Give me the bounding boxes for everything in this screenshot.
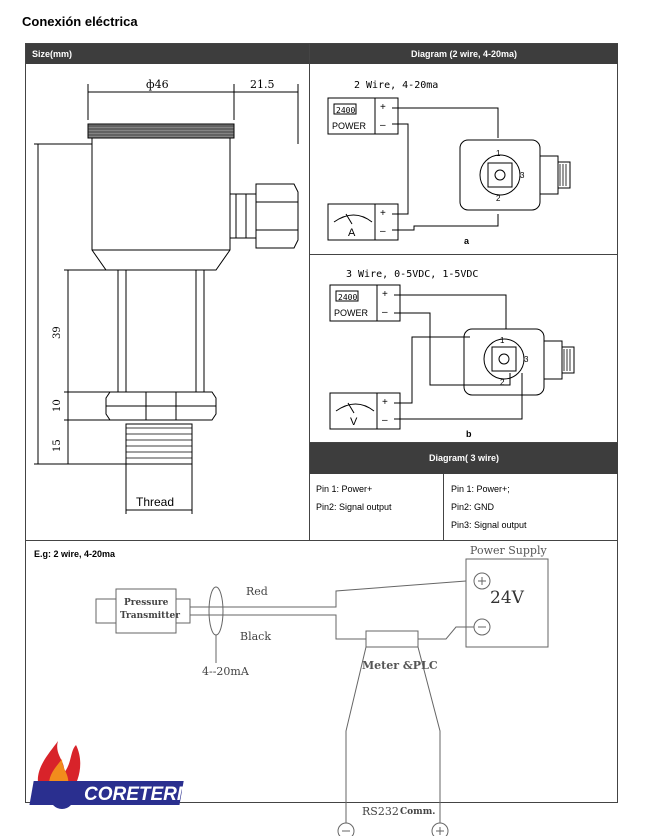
dim-15: 15 [52,439,63,452]
size-header: Size(mm) [26,44,309,64]
wiring-diagram-3wire: 3 Wire, 0-5VDC, 1-5VDC 240 [329,269,575,439]
red-wire-label: Red [246,585,268,598]
row-divider-1 [310,254,618,255]
pin-left-row: Pin 1: Power+ [316,484,373,494]
plus-b1: + [382,289,388,300]
pin3-b: 3 [524,355,529,364]
diagram-a-label: a [464,236,470,246]
power-display-a: 2400 [336,106,355,115]
plus-a2: + [380,208,386,219]
plus-b2: + [382,397,388,408]
diagram-a-caption: 2 Wire, 4-20ma [354,80,438,91]
example-heading: E.g: 2 wire, 4-20ma [34,549,116,559]
power-label-b: POWER [334,308,369,318]
diagram-b-caption: 3 Wire, 0-5VDC, 1-5VDC [346,269,478,280]
diagram-2wire-header: Diagram (2 wire, 4-20ma) [310,44,618,64]
spec-table: Size(mm) Diagram (2 wire, 4-20ma) Diagra… [25,43,618,836]
meter-unit-a: A [348,227,356,239]
size-header-label: Size(mm) [32,49,73,59]
row-divider-3 [26,540,618,541]
pin-table-right: Pin 1: Power+; Pin2: GND Pin3: Signal ou… [451,484,527,530]
minus-a2: – [380,226,386,237]
wiring-diagram-2wire: 2 Wire, 4-20ma [327,80,571,246]
dim-right: 21.5 [250,78,275,91]
pin2-b: 2 [500,378,505,387]
column-divider [309,44,310,540]
pin-right-row: Pin 1: Power+; [451,484,510,494]
comm-label: Comm. [400,807,435,817]
diagram-2wire-header-label: Diagram (2 wire, 4-20ma) [410,49,518,59]
diagram-3wire-header-label: Diagram( 3 wire) [428,453,500,463]
power-display-b: 2400 [338,293,357,302]
power-label-a: POWER [332,121,367,131]
coreterm-logo: CORETERM [29,741,194,809]
pin1-a: 1 [496,149,501,158]
thread-label: Thread [136,495,174,509]
pin-right-row: Pin2: GND [451,502,495,512]
current-label: 4--20mA [202,665,250,678]
row-divider-2 [310,442,618,443]
transmitter-line1: Pressure [124,598,169,608]
pin2-a: 2 [496,194,501,203]
minus-a1: – [380,120,386,131]
example-wiring: E.g: 2 wire, 4-20ma Power Supply [29,544,549,836]
meter-unit-b: V [350,416,358,428]
voltage-label: 24V [490,588,525,608]
pin-right-row: Pin3: Signal output [451,520,527,530]
pin-left-row: Pin2: Signal output [316,502,392,512]
diagram-3wire-header: Diagram( 3 wire) [310,443,618,474]
diagram-b-label: b [466,429,472,439]
minus-b2: – [382,415,388,426]
rs232-label: RS232 [362,805,399,818]
logo-text: CORETERM [84,784,194,805]
logo-bar [29,781,184,805]
power-supply-label: Power Supply [470,544,547,557]
pin-table-left: Pin 1: Power+ Pin2: Signal output [316,484,392,512]
minus-b1: – [382,307,388,318]
dim-10: 10 [52,399,63,412]
page-title: Conexión eléctrica [22,14,138,29]
black-wire-label: Black [240,630,271,643]
table-inner-divider [443,474,444,540]
meter-plc-label: Meter &PLC [362,659,438,672]
plus-a1: + [380,102,386,113]
pin3-a: 3 [520,171,525,180]
dim-diameter: ф46 [146,78,169,91]
dim-39: 39 [52,326,63,339]
pin1-b: 1 [500,336,505,345]
size-drawing: ф46 21.5 39 10 15 Thread [34,78,299,514]
transmitter-line2: Transmitter [120,611,180,621]
